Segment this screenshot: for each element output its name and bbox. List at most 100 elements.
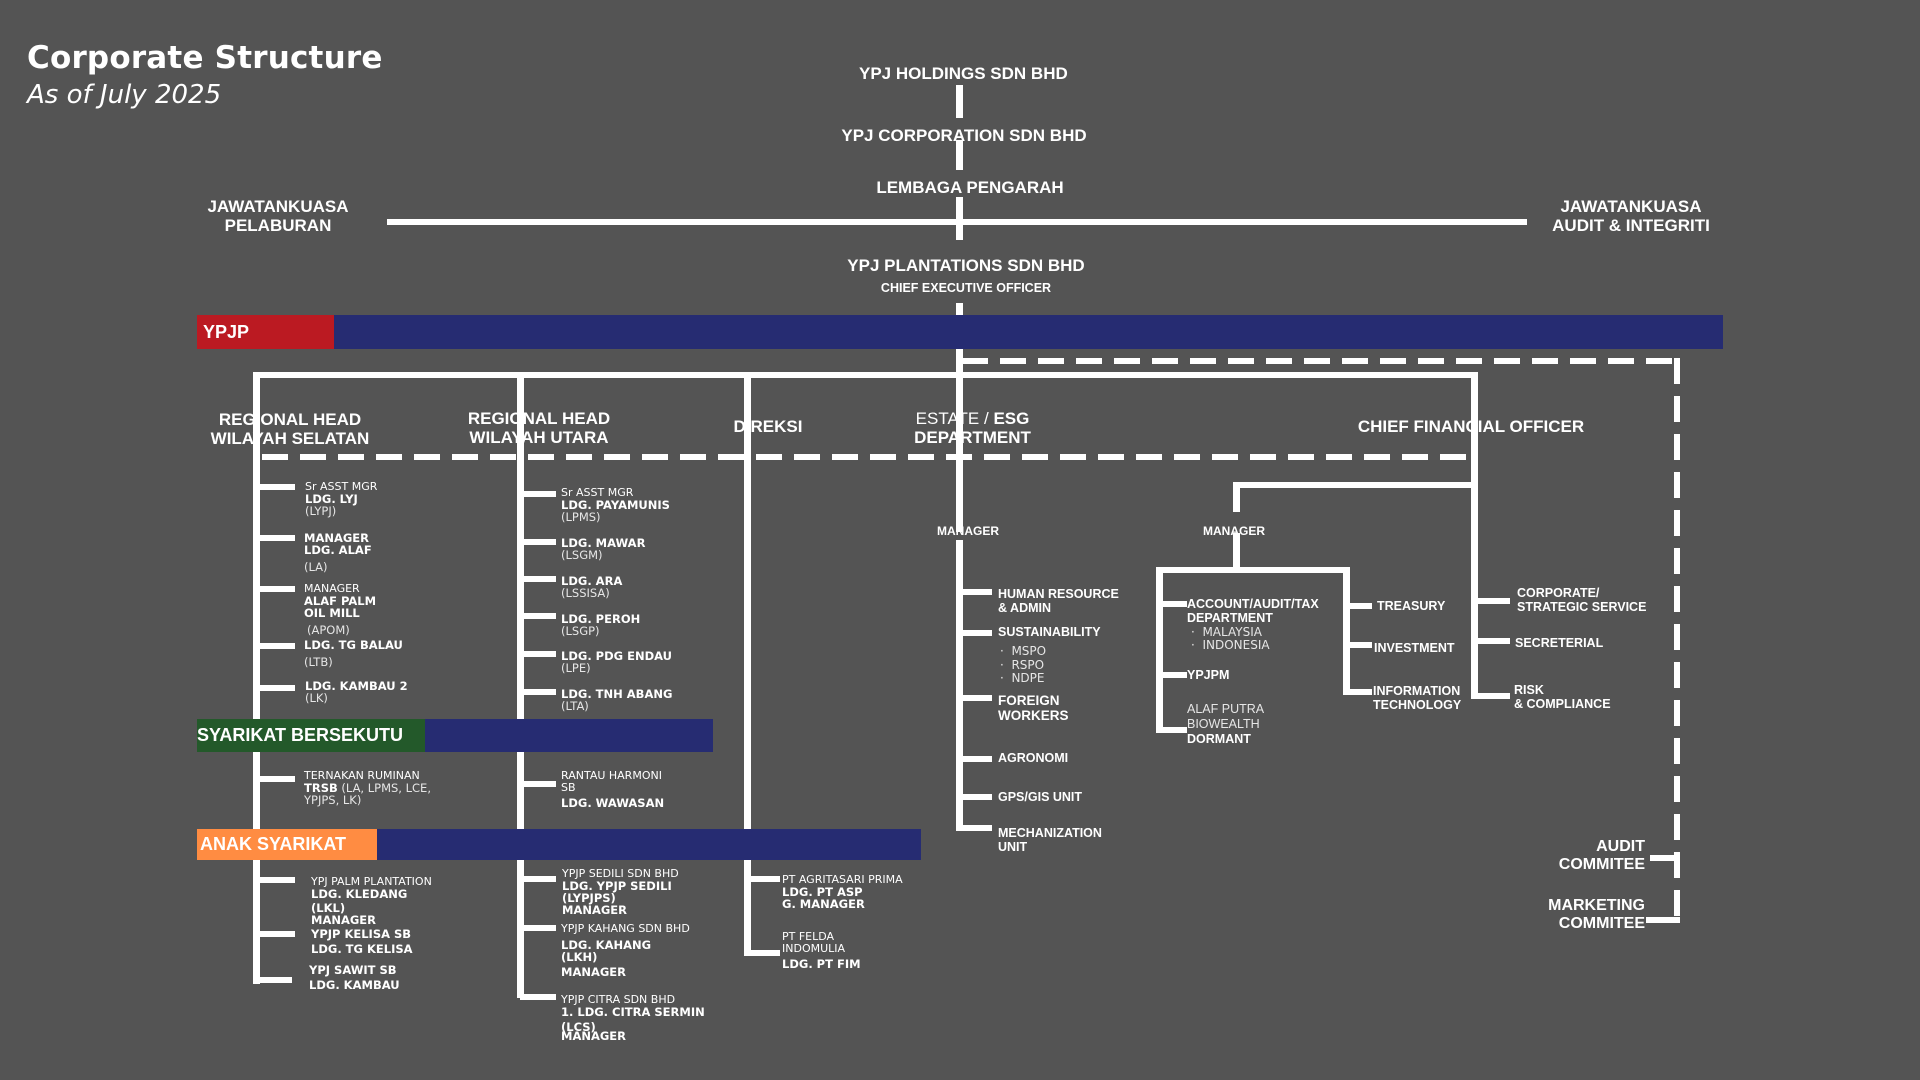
selatan-tick (256, 776, 295, 782)
cfo-unit: ALAF PUTRA BIOWEALTH DORMANT (1187, 702, 1264, 747)
bullet-text: NDPE (1011, 671, 1045, 686)
division-estate-esg: ESTATE / ESG DEPARTMENT (905, 409, 1040, 447)
direksi-tick (747, 950, 780, 956)
estate-unit-label: AGRONOMI (998, 751, 1069, 765)
estate-code: (APOM) (307, 622, 350, 637)
estate-code: (LTA) (561, 699, 589, 714)
cfo-right-tick (1474, 693, 1510, 699)
anak-estate: LDG. YPJP SEDILI (562, 878, 672, 893)
anak-company: YPJP CITRA SDN BHD (561, 993, 676, 1006)
band-anak-label: ANAK SYARIKAT (197, 829, 377, 860)
page-title: Corporate Structure (27, 40, 383, 76)
anak-estate: LDG. PT ASP (782, 884, 863, 899)
anak-role: MANAGER (562, 902, 628, 917)
anak-item: PT AGRITASARI PRIMA LDG. PT ASP G. MANAG… (782, 874, 903, 910)
division-selatan: REGIONAL HEAD WILAYAH SELATAN (200, 410, 380, 448)
band-bersekutu-fill (425, 719, 713, 752)
estate-name: LDG. TG BALAU (304, 638, 403, 652)
marketing-committee: MARKETING COMMITEE (1530, 897, 1645, 934)
sustainability-bullets: · MSPO · RSPO · NDPE (998, 643, 1101, 686)
estate-item: LDG. KAMBAU 2 (LK) (305, 680, 408, 704)
cfo-manager-vertical (1233, 482, 1240, 512)
division-direksi: DIREKSI (733, 417, 803, 436)
cfo-unit-label-2: BIOWEALTH (1187, 717, 1260, 731)
estate-manager: MANAGER (937, 524, 999, 538)
band-anak-fill (377, 829, 921, 860)
estate-vertical (956, 372, 963, 532)
committee-line (387, 219, 1527, 225)
utara-tick (520, 781, 556, 787)
marketing-committee-tick (1646, 917, 1680, 923)
selatan-tick (256, 685, 295, 691)
utara-tick (520, 539, 556, 545)
division-utara-line1: REGIONAL HEAD (467, 409, 611, 428)
anak-role: MANAGER (561, 964, 627, 979)
cfo-unit-label: INFORMATION (1373, 684, 1461, 698)
division-estate-line2: DEPARTMENT (914, 427, 1031, 447)
cfo-mid-tick (1346, 603, 1372, 609)
anak-estate: 1. LDG. CITRA SERMIN (561, 1004, 705, 1019)
division-estate-bold: ESG (993, 409, 1030, 428)
division-bar (253, 372, 1477, 378)
estate-item: MANAGER LDG. ALAF (LA) (304, 532, 372, 573)
estate-role: MANAGER (304, 582, 360, 595)
estate-tick (959, 756, 992, 762)
estate-code: (LSGM) (561, 548, 603, 563)
utara-tick (520, 576, 556, 582)
estate-code: (LYPJ) (305, 503, 337, 518)
cfo-manager-branch (1233, 482, 1478, 488)
cfo-group-bar (1156, 567, 1349, 573)
anak-company: YPJ PALM PLANTATION (311, 875, 432, 888)
anak-company-2: INDOMULIA (782, 941, 846, 955)
utara-tick (520, 994, 556, 1000)
selatan-tick (256, 586, 295, 592)
anak-estate: LDG. PT FIM (782, 957, 861, 972)
bersekutu-company-2: SB (561, 780, 576, 794)
estate-name: LDG. TNH ABANG (561, 687, 673, 701)
marketing-committee-line1: MARKETING (1548, 897, 1645, 914)
estate-role: MANAGER (304, 531, 370, 545)
anak-code: (LKH) (561, 949, 598, 964)
anak-company: PT FELDA (782, 930, 835, 943)
cfo-unit: CORPORATE/ STRATEGIC SERVICE (1517, 586, 1646, 615)
utara-vertical (517, 372, 524, 998)
anak-code: (LYPJPS) (562, 890, 616, 905)
bersekutu-estates-2: YPJPS, LK) (304, 792, 362, 807)
anak-company: YPJP KAHANG SDN BHD (561, 922, 690, 935)
anak-item: YPJP KAHANG SDN BHD LDG. KAHANG (LKH) MA… (561, 923, 690, 978)
cfo-left-vertical (1156, 567, 1163, 733)
estate-unit: AGRONOMI (998, 751, 1069, 766)
estate-code: (LPMS) (561, 509, 601, 524)
estate-item: Sr ASST MGR LDG. PAYAMUNIS (LPMS) (561, 487, 670, 523)
trunk-line-1 (956, 85, 963, 118)
estate-name: LDG. PEROH (561, 612, 641, 626)
direksi-vertical (744, 372, 751, 956)
estate-name: LDG. PDG ENDAU (561, 649, 673, 663)
selatan-tick (256, 877, 295, 883)
cfo-unit-label: ACCOUNT/AUDIT/TAX (1187, 597, 1319, 611)
anak-estate: LDG. KAMBAU (309, 978, 400, 993)
estate-tick (959, 589, 992, 595)
estate-tick (959, 695, 992, 701)
bullet-item: · MSPO (1000, 643, 1047, 658)
utara-tick (520, 613, 556, 619)
bullet-text: RSPO (1011, 657, 1045, 672)
anak-estate: LDG. KLEDANG (311, 886, 408, 901)
node-ypj-corporation: YPJ CORPORATION SDN BHD (841, 126, 1087, 145)
estate-name-2: OIL MILL (304, 605, 360, 620)
cfo-unit-label-2: TECHNOLOGY (1373, 697, 1462, 712)
band-syarikat-bersekutu: SYARIKAT BERSEKUTU (197, 719, 713, 752)
audit-committee-line1: AUDIT (1596, 838, 1645, 855)
cfo-mid-tick (1346, 642, 1372, 648)
committee-audit-line2: AUDIT & INTEGRITI (1552, 215, 1710, 235)
estate-name: LDG. LYJ (305, 491, 358, 506)
committee-pelaburan-line2: PELABURAN (224, 215, 332, 235)
cfo-unit: TREASURY (1377, 599, 1445, 614)
division-selatan-line1: REGIONAL HEAD (218, 410, 362, 429)
anak-company: PT AGRITASARI PRIMA (782, 873, 903, 886)
cfo-unit-status: DORMANT (1187, 732, 1251, 746)
estate-item: LDG. TNH ABANG (LTA) (561, 688, 672, 712)
anak-estate: LDG. TG KELISA (311, 942, 413, 957)
audit-committee-line2: COMMITEE (1558, 856, 1645, 874)
cfo-unit: SECRETERIAL (1515, 636, 1603, 651)
